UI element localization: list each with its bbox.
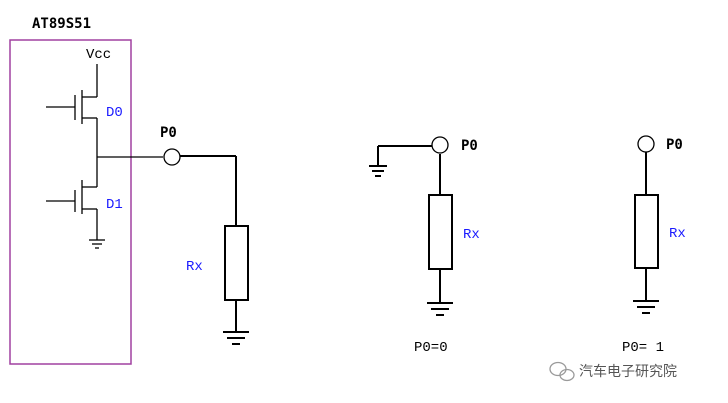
p0-label: P0 bbox=[461, 138, 478, 154]
d0-label: D0 bbox=[106, 105, 123, 121]
resistor-rx bbox=[224, 225, 249, 301]
d1-label: D1 bbox=[106, 197, 123, 213]
rx-label: Rx bbox=[186, 259, 203, 275]
wechat-logo-icon bbox=[549, 361, 575, 382]
p0-pin bbox=[163, 148, 181, 166]
ground-icon bbox=[223, 331, 249, 345]
ground-icon bbox=[427, 302, 453, 316]
output-stage-wiring bbox=[46, 64, 163, 240]
vcc-label: Vcc bbox=[86, 47, 111, 63]
p0-label: P0 bbox=[160, 125, 177, 141]
ground-icon bbox=[369, 165, 387, 177]
rx-label: Rx bbox=[669, 226, 686, 242]
state-high-label: P0= 1 bbox=[622, 340, 664, 356]
state-low-label: P0=0 bbox=[414, 340, 448, 356]
ground-icon bbox=[89, 239, 105, 249]
external-wiring bbox=[180, 155, 237, 332]
watermark-text: 汽车电子研究院 bbox=[579, 363, 677, 380]
p0-low-wiring bbox=[377, 145, 441, 303]
p0-label: P0 bbox=[666, 137, 683, 153]
chip-boundary bbox=[9, 39, 132, 365]
rx-label: Rx bbox=[463, 227, 480, 243]
resistor-rx bbox=[634, 194, 659, 269]
p0-pin bbox=[637, 135, 655, 153]
resistor-rx bbox=[428, 194, 453, 270]
p0-pin bbox=[431, 136, 449, 154]
chip-name: AT89S51 bbox=[32, 16, 91, 32]
ground-icon bbox=[633, 300, 659, 314]
